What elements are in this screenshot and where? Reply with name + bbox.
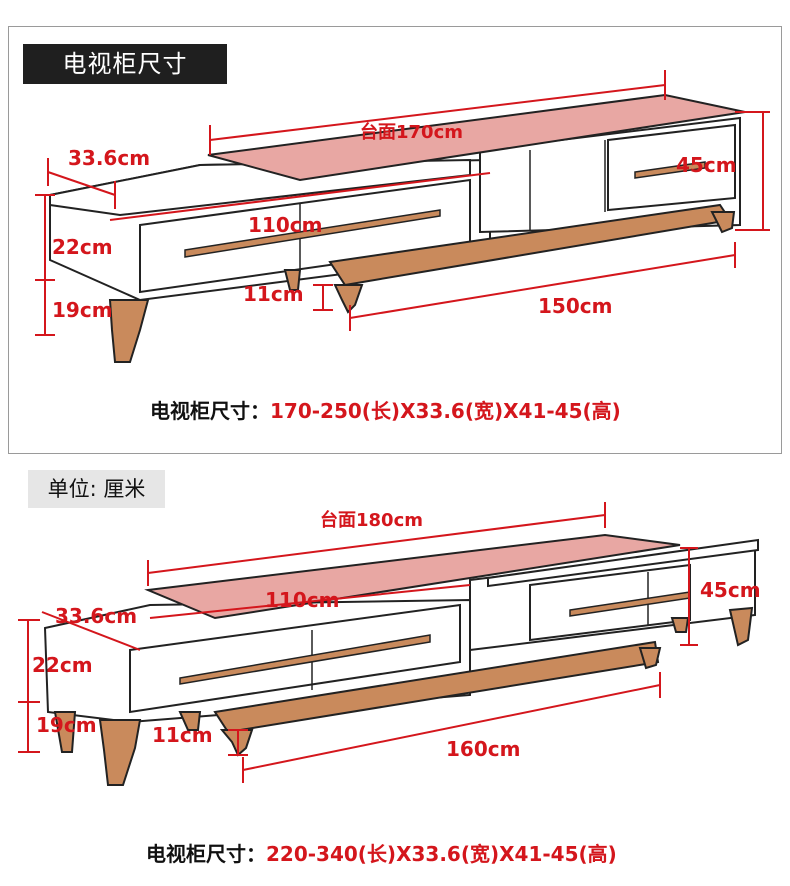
base-length-label: 160cm bbox=[446, 737, 520, 761]
drawer-width-label: 110cm bbox=[265, 588, 339, 612]
leg-height-label: 19cm bbox=[52, 298, 113, 322]
cabinet-height-label: 22cm bbox=[32, 653, 93, 677]
unit-note: 单位: 厘米 bbox=[28, 470, 165, 508]
depth-label: 33.6cm bbox=[55, 604, 137, 628]
summary-value: 220-340(长)X33.6(宽)X41-45(高) bbox=[266, 842, 617, 866]
cabinet-height-label: 22cm bbox=[52, 235, 113, 259]
cabinet-drawing-1: 台面170cm 33.6cm 110cm 45cm 22cm 19cm 11cm… bbox=[35, 70, 770, 363]
summary-label: 电视柜尺寸： bbox=[150, 399, 270, 423]
cabinet-drawing-2: 台面180cm 33.6cm 110cm 45cm 22cm 19cm 11cm… bbox=[18, 502, 761, 786]
top-length-label: 台面170cm bbox=[360, 121, 463, 143]
base-gap-label: 11cm bbox=[152, 723, 213, 747]
base-gap-label: 11cm bbox=[243, 282, 304, 306]
side-height-label: 45cm bbox=[676, 153, 737, 177]
dimension-summary: 电视柜尺寸：170-250(长)X33.6(宽)X41-45(高) bbox=[150, 395, 621, 424]
dimension-summary: 电视柜尺寸：220-340(长)X33.6(宽)X41-45(高) bbox=[146, 838, 617, 867]
summary-label: 电视柜尺寸： bbox=[146, 842, 266, 866]
depth-label: 33.6cm bbox=[68, 146, 150, 170]
leg-height-label: 19cm bbox=[36, 713, 97, 737]
summary-value: 170-250(长)X33.6(宽)X41-45(高) bbox=[270, 399, 621, 423]
drawer-width-label: 110cm bbox=[248, 213, 322, 237]
side-height-label: 45cm bbox=[700, 578, 761, 602]
top-length-label: 台面180cm bbox=[320, 509, 423, 531]
section-title: 电视柜尺寸 bbox=[23, 44, 227, 84]
base-length-label: 150cm bbox=[538, 294, 612, 318]
